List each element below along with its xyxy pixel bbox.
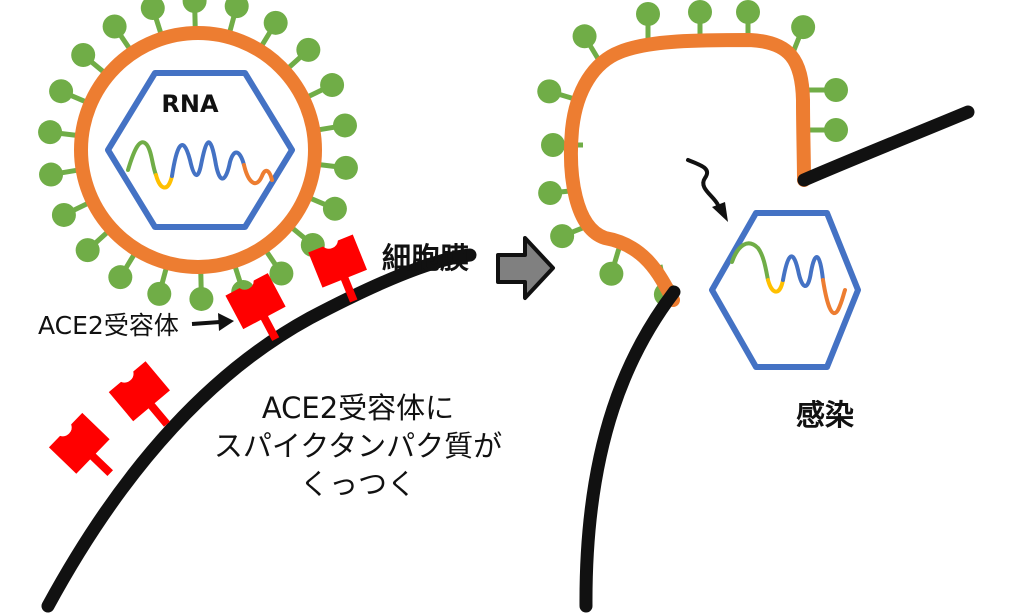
- ace2-receptor: [108, 361, 171, 427]
- cell-membrane-right-upper: [797, 105, 975, 187]
- spike-head: [636, 2, 660, 26]
- spike-head: [269, 261, 294, 286]
- ace2-receptors: [48, 234, 367, 477]
- spike-head: [791, 15, 816, 40]
- spike-head: [296, 37, 321, 62]
- ace2-receptor: [48, 412, 113, 477]
- ace2-pointer-arrow: [191, 313, 234, 331]
- cell-membrane-label: 細胞膜: [382, 241, 469, 275]
- spike-head: [599, 261, 624, 286]
- released-capsid: [709, 210, 861, 370]
- spike-head: [108, 265, 133, 290]
- spike-head: [333, 155, 358, 180]
- spike-head: [537, 79, 562, 104]
- spike-head: [39, 162, 64, 187]
- spike-head: [71, 43, 96, 68]
- spike-head: [824, 78, 848, 102]
- binding-caption-line1: ACE2受容体に: [262, 391, 454, 425]
- released-capsid-hexagon: [709, 210, 861, 370]
- spike-head: [736, 0, 760, 24]
- spike-head: [49, 79, 74, 104]
- rna-strand: [126, 140, 274, 190]
- spike-head: [38, 120, 63, 145]
- fusing-envelope: [563, 32, 811, 307]
- spike-head: [550, 224, 575, 249]
- infection-label: 感染: [796, 398, 854, 432]
- rna-label: RNA: [161, 90, 219, 118]
- spike-head: [538, 180, 563, 205]
- ace2-receptor: [225, 273, 286, 341]
- fusing-virus-spikes: [537, 0, 848, 307]
- binding-caption-line2: スパイクタンパク質が: [214, 429, 502, 463]
- spike-head: [572, 24, 597, 49]
- cell-membrane-right-lower: [579, 285, 681, 613]
- spike-head: [322, 196, 347, 221]
- spike-head: [102, 14, 127, 39]
- virus-particle: RNA: [38, 0, 358, 311]
- spike-head: [824, 118, 848, 142]
- spike-head: [189, 286, 214, 311]
- ace2-receptor: [308, 234, 367, 303]
- spike-head: [332, 113, 357, 138]
- spike-head: [182, 0, 207, 14]
- spike-head: [51, 202, 76, 227]
- spike-head: [688, 0, 712, 24]
- release-arrow: [686, 158, 728, 222]
- transition-arrow: [496, 236, 555, 300]
- spike-head: [320, 73, 345, 98]
- spike-head: [541, 133, 565, 157]
- virus-envelope: [74, 26, 322, 274]
- spike-head: [147, 281, 172, 306]
- fusing-virus: [537, 0, 848, 307]
- virus-capsid: [105, 70, 295, 230]
- spike-head: [263, 10, 288, 35]
- spike-head: [224, 0, 249, 19]
- binding-caption-line3: くっつく: [300, 467, 416, 501]
- spike-head: [75, 238, 100, 263]
- ace2-receptor-label: ACE2受容体: [38, 311, 179, 340]
- spike-head: [140, 0, 165, 21]
- released-rna-strand: [730, 241, 847, 316]
